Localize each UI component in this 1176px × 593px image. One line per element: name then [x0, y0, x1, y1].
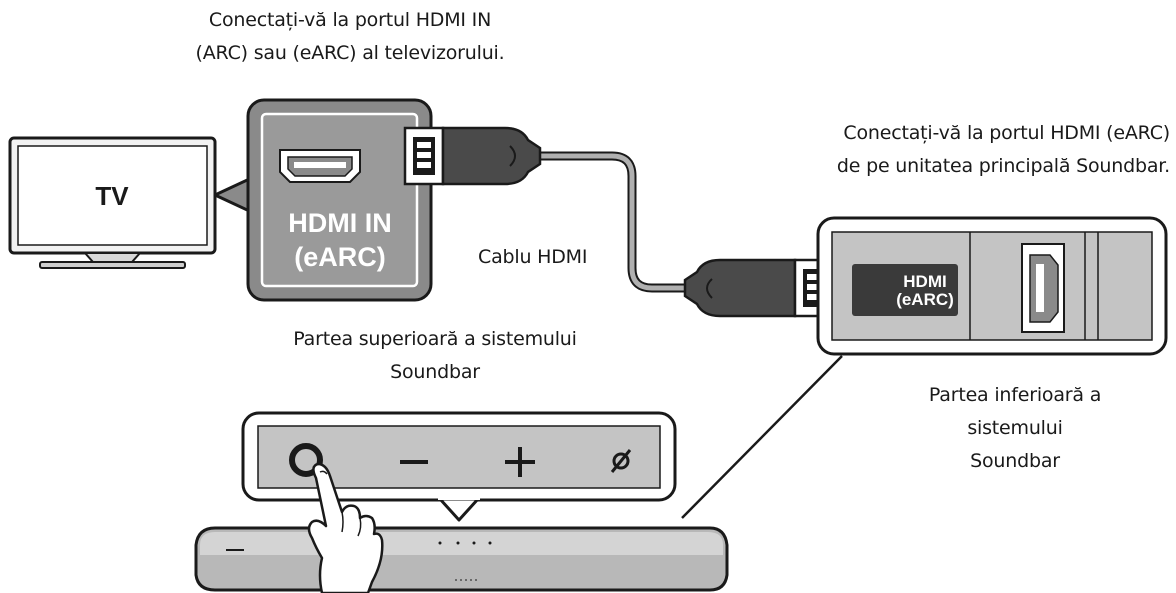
soundbar-port-callout: HDMI (eARC) [816, 216, 1168, 356]
tv-port-label-line2: (eARC) [294, 242, 386, 272]
hdmi-plug-tv-end [403, 126, 542, 186]
soundbar-port-label-line1: HDMI [903, 272, 946, 291]
power-button-icon [289, 443, 323, 477]
soundbar-top-label: Partea superioară a sistemului Soundbar [250, 323, 620, 389]
hand-illustration [307, 462, 384, 593]
soundbar-instruction-line1: Conectați-vă la portul HDMI (eARC) [843, 122, 1170, 144]
leader-line-bottom [681, 355, 843, 519]
hdmi-plug-soundbar-end [683, 258, 835, 318]
tv-instruction-line2: (ARC) sau (eARC) al televizorului. [195, 42, 505, 64]
tv-label: TV [95, 181, 129, 211]
soundbar-top-line2: Soundbar [390, 361, 480, 383]
soundbar-port-label-line2: (eARC) [896, 290, 954, 309]
soundbar-bottom-line1: Partea inferioară a [928, 384, 1102, 406]
soundbar-bottom-label: Partea inferioară a sistemului Soundbar [880, 379, 1150, 478]
hdmi-cable [535, 151, 690, 293]
soundbar-instruction-line2: de pe unitatea principală Soundbar. [836, 155, 1170, 177]
soundbar-bottom-line2: sistemului [967, 417, 1063, 439]
tv-illustration: TV [8, 136, 217, 269]
soundbar-top-line1: Partea superioară a sistemului [293, 328, 577, 350]
volume-up-icon [505, 447, 535, 477]
mic-off-icon [610, 449, 632, 473]
control-panel-callout [241, 411, 677, 522]
tv-connection-instruction: Conectați-vă la portul HDMI IN (ARC) sau… [140, 4, 560, 70]
tv-instruction-line1: Conectați-vă la portul HDMI IN [208, 9, 492, 31]
soundbar-connection-instruction: Conectați-vă la portul HDMI (eARC) de pe… [700, 117, 1170, 183]
soundbar-illustration [194, 526, 729, 592]
tv-port-callout: HDMI IN (eARC) [213, 98, 433, 302]
soundbar-bottom-line3: Soundbar [970, 450, 1060, 472]
tv-port-label-line1: HDMI IN [288, 208, 392, 238]
cable-label: Cablu HDMI [478, 246, 588, 268]
